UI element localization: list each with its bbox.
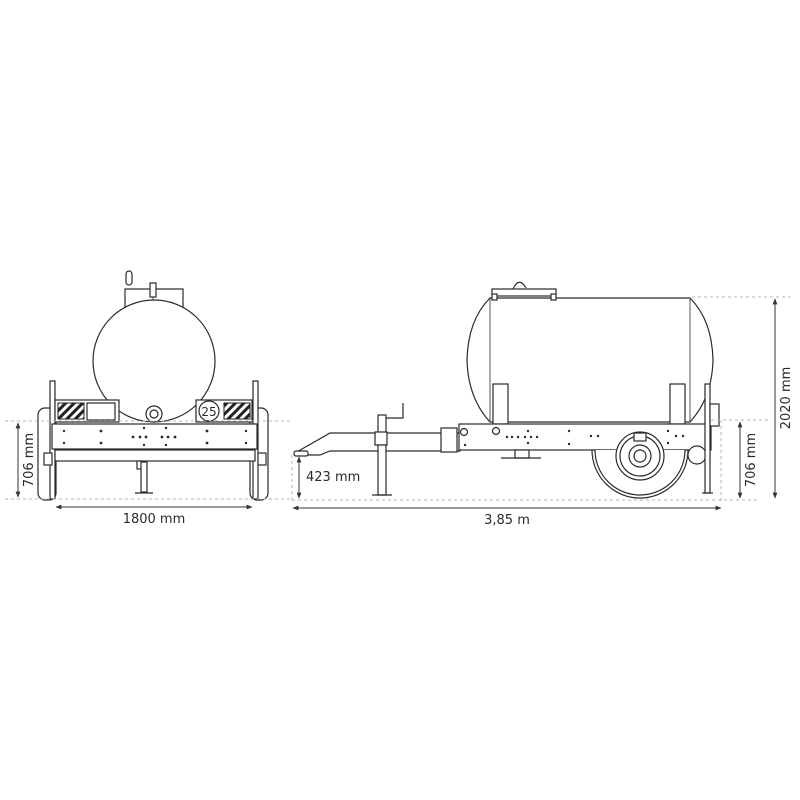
left-reflector bbox=[57, 402, 85, 420]
lock-latch bbox=[149, 282, 157, 298]
length-label: 3,85 m bbox=[484, 513, 530, 528]
front-height-label: 706 mm bbox=[22, 433, 37, 487]
vent-pipe bbox=[125, 270, 133, 286]
rear-post bbox=[704, 383, 711, 494]
wheel-hub bbox=[628, 444, 652, 468]
front-saddle bbox=[492, 383, 509, 425]
rear-lamp bbox=[687, 445, 707, 465]
speed-plate-label: 25 bbox=[201, 405, 216, 419]
total-height-label: 2020 mm bbox=[779, 367, 794, 430]
front-jack-stand bbox=[140, 461, 148, 493]
side-manhole bbox=[491, 288, 557, 297]
manhole-hinge bbox=[512, 281, 527, 290]
coupling-block bbox=[440, 427, 458, 453]
jack-upper-tube bbox=[377, 414, 387, 434]
side-view: 423 mm 3,85 m 706 mm 2020 mm bbox=[291, 281, 794, 528]
jack-crank bbox=[382, 403, 404, 419]
side-frame-beam bbox=[458, 423, 712, 451]
rear-light bbox=[709, 403, 720, 427]
front-width-label: 1800 mm bbox=[123, 512, 186, 527]
outlet-valve bbox=[145, 405, 163, 423]
right-reflector bbox=[223, 402, 251, 420]
side-frame-height-label: 706 mm bbox=[744, 433, 759, 487]
front-frame-beam bbox=[51, 423, 258, 450]
front-view: 25 706 mm 1800 mm bbox=[5, 270, 290, 527]
hitch-eye bbox=[293, 450, 309, 457]
hitch-height-label: 423 mm bbox=[306, 470, 360, 485]
license-plate-box bbox=[86, 402, 116, 421]
wheel-rim bbox=[615, 431, 665, 481]
axle-beam bbox=[54, 449, 256, 462]
side-bolt-dots bbox=[463, 429, 685, 447]
bolt-dots bbox=[62, 426, 248, 447]
rear-saddle bbox=[669, 383, 686, 425]
side-tank-body bbox=[466, 297, 714, 423]
jack-lower-tube bbox=[377, 444, 387, 496]
